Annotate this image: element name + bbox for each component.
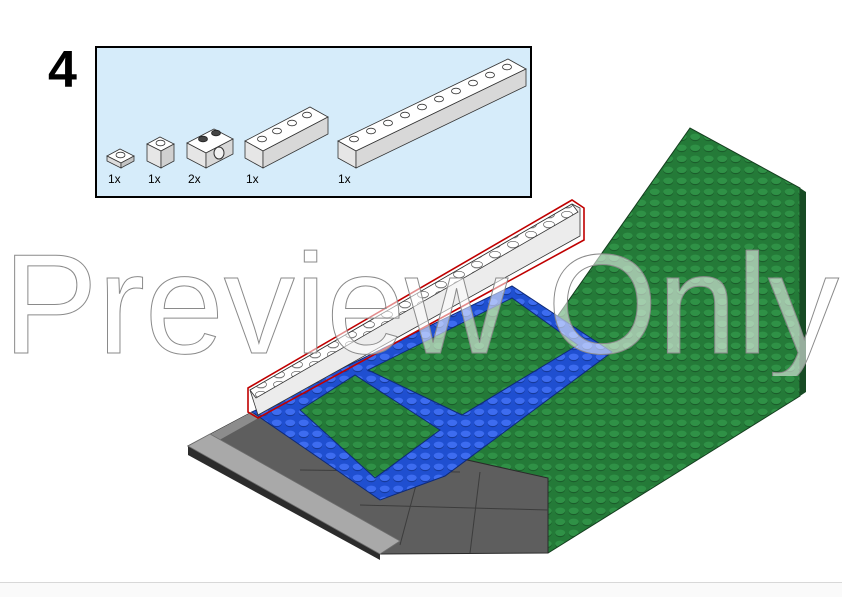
part-qty-brick-1x4: 1x	[246, 172, 259, 186]
part-icon-technic-brick-1x2	[186, 128, 234, 169]
part-icon-brick-1x10	[337, 58, 527, 169]
part-icon-plate-1x1	[106, 148, 135, 169]
step-number: 4	[48, 41, 77, 99]
part-qty-technic-brick-1x2: 2x	[188, 172, 201, 186]
part-icon-brick-1x4	[244, 106, 329, 169]
new-white-bricks	[247, 199, 585, 419]
watermark-text: Preview Only	[3, 226, 839, 376]
page-footer-bar	[0, 582, 842, 597]
preview-only-watermark: Preview Only	[3, 226, 840, 376]
part-icon-brick-1x1	[146, 136, 175, 169]
part-qty-plate-1x1: 1x	[108, 172, 121, 186]
blue-water-frame	[251, 285, 613, 501]
part-qty-brick-1x1: 1x	[148, 172, 161, 186]
part-qty-brick-1x10: 1x	[338, 172, 351, 186]
